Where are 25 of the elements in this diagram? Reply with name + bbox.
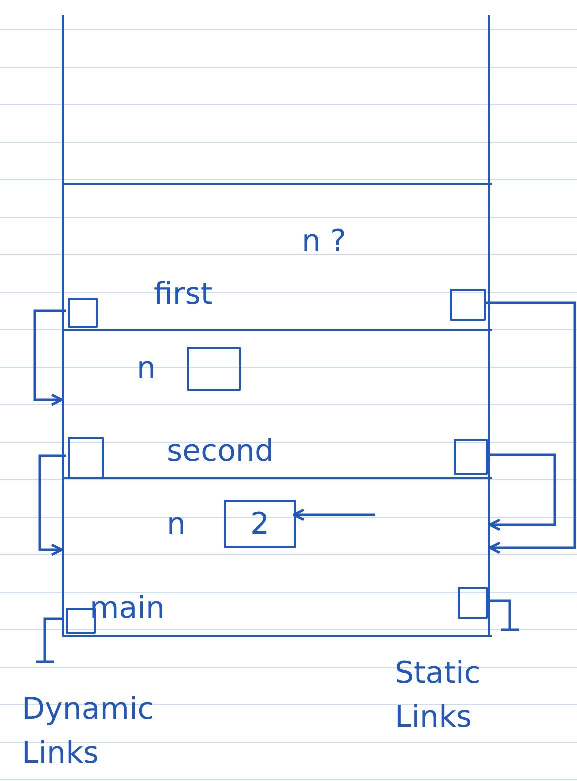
- variable-value: 2: [249, 510, 271, 540]
- variable-note: n ?: [302, 227, 346, 257]
- stack-frame: [64, 183, 492, 331]
- dynamic-link-box: [68, 437, 104, 479]
- arrow: [484, 302, 576, 554]
- variable-slot: [187, 347, 241, 391]
- static-link-box: [450, 289, 486, 321]
- stack-frame: [64, 329, 492, 479]
- arrow: [292, 508, 375, 522]
- link-caption: Static Links: [395, 655, 482, 736]
- link-caption: Dynamic Links: [22, 691, 156, 772]
- variable-name: n: [137, 354, 156, 384]
- dynamic-link-box: [68, 298, 98, 328]
- static-link-box: [454, 439, 488, 475]
- variable-name: n: [167, 510, 186, 540]
- arrow: [34, 310, 66, 406]
- static-link-box: [458, 587, 488, 619]
- frame-name: first: [154, 280, 213, 310]
- stack-frame: [64, 477, 492, 637]
- frame-name: main: [90, 594, 165, 624]
- frame-name: second: [167, 437, 274, 467]
- arrow: [38, 454, 66, 556]
- ground-link: [34, 618, 64, 664]
- variable-slot: [224, 500, 296, 548]
- stack-column: [62, 15, 490, 637]
